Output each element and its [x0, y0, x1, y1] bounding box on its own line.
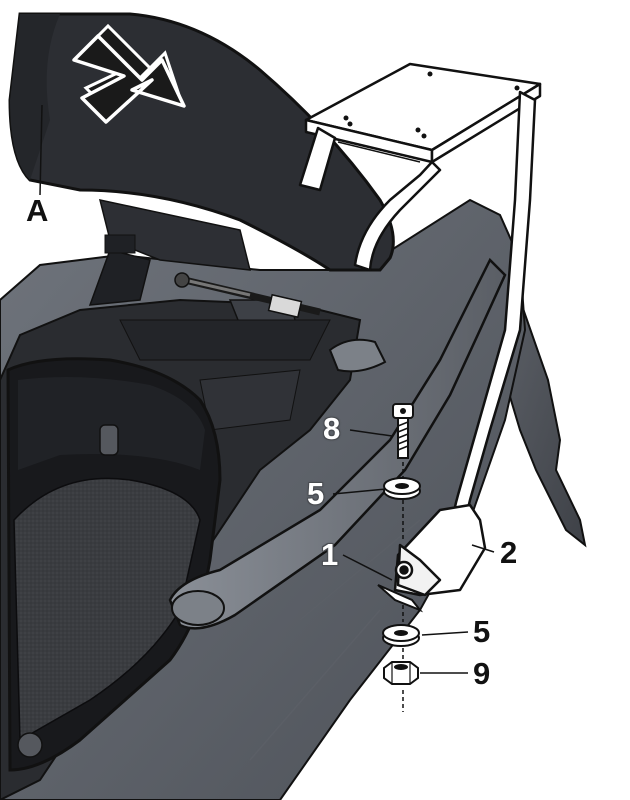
callout-nut: 9	[473, 656, 491, 691]
washer-icon	[382, 624, 420, 647]
callout-bolt: 8	[323, 411, 341, 446]
rear-fender	[503, 296, 587, 548]
gas-strut	[174, 272, 321, 319]
callout-rack: 2	[500, 535, 518, 570]
nut-icon	[383, 661, 419, 685]
bolt-icon	[392, 403, 414, 459]
callout-leaders	[332, 429, 495, 674]
washer-icon	[383, 477, 421, 500]
callout-washer-bottom: 5	[473, 614, 491, 649]
bucket-carpet	[13, 477, 201, 742]
callout-washer-top: 5	[307, 476, 325, 511]
down-right-arrow-icon	[72, 23, 186, 124]
luggage-rack	[298, 62, 542, 597]
callout-seat: A	[26, 193, 49, 228]
callout-grab-rail: 1	[321, 537, 339, 572]
